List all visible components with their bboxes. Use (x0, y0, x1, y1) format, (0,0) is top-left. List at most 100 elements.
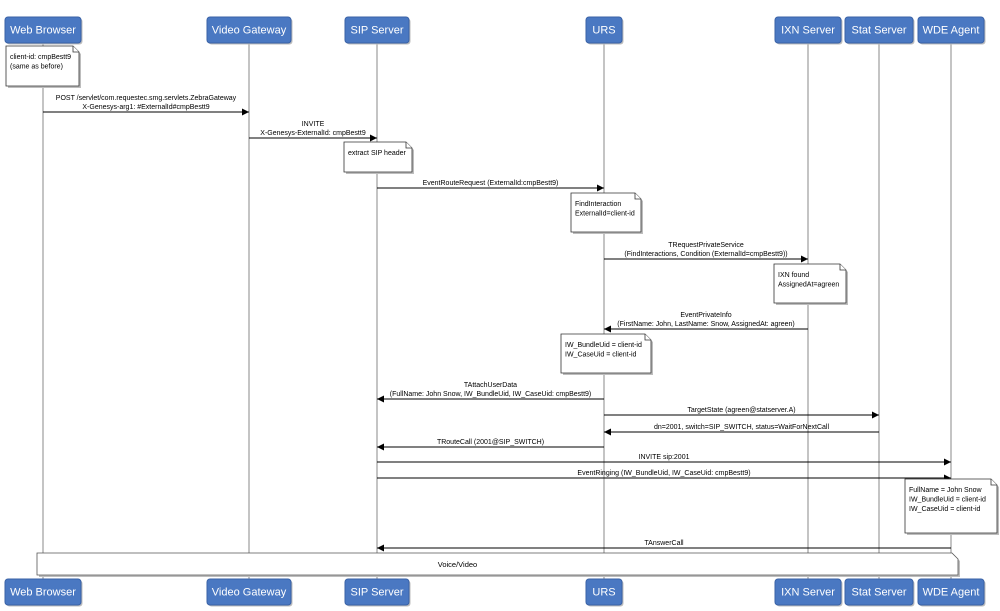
note-fold (634, 193, 641, 200)
note-client-id: client-id: cmpBestt9(same as before) (5, 45, 81, 88)
note-box (570, 192, 642, 233)
actor-gateway-top: Video Gateway (206, 16, 293, 45)
actor-label: Stat Server (851, 24, 906, 36)
message-label: INVITE (302, 121, 325, 128)
actor-label: WDE Agent (923, 586, 980, 598)
actor-box (844, 16, 914, 44)
msg-post: POST /servlet/com.requestec.smg.servlets… (43, 95, 249, 116)
note-box (343, 141, 413, 173)
actor-label: SIP Server (351, 24, 404, 36)
note-fold (839, 264, 846, 271)
note-text: FullName = John Snow (909, 487, 983, 494)
actor-label: Video Gateway (212, 24, 287, 36)
message-label: X-Genesys-arg1: #ExternalId#cmpBestt9 (82, 104, 209, 111)
actor-label: SIP Server (351, 586, 404, 598)
msg-target-state: TargetState (agreen@statserver.A) (604, 407, 879, 419)
note-text: IW_BundleUid = client-id (909, 497, 986, 504)
note-text: IW_BundleUid = client-id (565, 342, 642, 349)
actor-sip-bottom: SIP Server (344, 578, 411, 607)
actor-stat-bottom: Stat Server (844, 578, 915, 607)
actor-label: Web Browser (10, 586, 76, 598)
msg-invite-sip: INVITE sip:2001 (377, 454, 951, 466)
message-label: TargetState (agreen@statserver.A) (687, 407, 795, 414)
message-label: (FindInteractions, Condition (ExternalId… (624, 251, 787, 258)
note-box (560, 333, 652, 374)
message-label: (FullName: John Snow, IW_BundleUid, IW_C… (390, 391, 592, 398)
actor-box (917, 16, 985, 44)
actor-label: Video Gateway (212, 586, 287, 598)
actor-box (917, 578, 985, 606)
note-box (773, 263, 847, 304)
actor-label: IXN Server (781, 24, 835, 36)
actor-box (585, 16, 623, 44)
actor-sip-top: SIP Server (344, 16, 411, 45)
msg-trequest-private: TRequestPrivateService (FindInteractions,… (604, 242, 808, 263)
note-fold (644, 334, 651, 341)
note-text: client-id: cmpBestt9 (10, 54, 71, 61)
actor-ixn-top: IXN Server (774, 16, 843, 45)
actor-ixn-bottom: IXN Server (774, 578, 843, 607)
message-label: EventRinging (IW_BundleUid, IW_CaseUid: … (577, 470, 750, 477)
actor-wde-bottom: WDE Agent (917, 578, 986, 607)
note-fold (72, 46, 79, 53)
note-box (904, 478, 998, 534)
msg-troute-call: TRouteCall (2001@SIP_SWITCH) (377, 439, 604, 451)
actor-box (585, 578, 623, 606)
actor-urs-top: URS (585, 16, 624, 45)
note-text: extract SIP header (348, 150, 407, 157)
actor-label: URS (592, 586, 615, 598)
note-extract-sip: extract SIP header (343, 141, 414, 174)
actor-label: WDE Agent (923, 24, 980, 36)
actor-urs-bottom: URS (585, 578, 624, 607)
msg-dn-status: dn=2001, switch=SIP_SWITCH, status=WaitF… (604, 424, 879, 436)
actor-wde-top: WDE Agent (917, 16, 986, 45)
note-text: FindInteraction (575, 201, 621, 208)
message-label: TAnswerCall (644, 540, 684, 547)
message-label: X-Genesys-ExternalId: cmpBestt9 (260, 130, 366, 137)
actor-box (206, 578, 292, 606)
message-label: EventPrivateInfo (680, 312, 731, 319)
actor-box (844, 578, 914, 606)
note-text: IW_CaseUid = client-id (565, 352, 636, 359)
msg-event-private-info: EventPrivateInfo (FirstName: John, LastNa… (604, 312, 808, 333)
actor-box (774, 16, 842, 44)
message-label: (FirstName: John, LastName: Snow, Assign… (617, 321, 794, 328)
actor-gateway-bottom: Video Gateway (206, 578, 293, 607)
actor-box (344, 578, 410, 606)
note-text: ExternalId=client-id (575, 211, 635, 218)
voice-video-span: Voice/Video (36, 552, 960, 577)
actor-stat-top: Stat Server (844, 16, 915, 45)
note-fold (405, 142, 412, 149)
actor-browser-bottom: Web Browser (4, 578, 83, 607)
message-label: TRequestPrivateService (668, 242, 744, 249)
actor-box (4, 16, 82, 44)
message-label: POST /servlet/com.requestec.smg.servlets… (56, 95, 237, 102)
note-text: AssignedAt=agreen (778, 282, 839, 289)
message-label: EventRouteRequest (ExternalId:cmpBestt9) (423, 180, 559, 187)
actor-box (206, 16, 292, 44)
msg-event-ringing: EventRinging (IW_BundleUid, IW_CaseUid: … (377, 470, 951, 482)
actor-box (774, 578, 842, 606)
msg-tanswer-call: TAnswerCall (377, 540, 951, 552)
message-label: dn=2001, switch=SIP_SWITCH, status=WaitF… (654, 424, 829, 431)
msg-event-route: EventRouteRequest (ExternalId:cmpBestt9) (377, 180, 604, 192)
actor-label: Stat Server (851, 586, 906, 598)
msg-invite: INVITE X-Genesys-ExternalId: cmpBestt9 (249, 121, 377, 142)
actor-label: IXN Server (781, 586, 835, 598)
actor-box (344, 16, 410, 44)
message-label: INVITE sip:2001 (639, 454, 690, 461)
message-label: TAttachUserData (464, 382, 517, 389)
message-label: TRouteCall (2001@SIP_SWITCH) (437, 439, 544, 446)
actor-browser-top: Web Browser (4, 16, 83, 45)
note-box (5, 45, 80, 87)
note-text: IW_CaseUid = client-id (909, 506, 980, 513)
actor-label: Web Browser (10, 24, 76, 36)
msg-tattach: TAttachUserData (FullName: John Snow, IW_… (377, 382, 604, 403)
span-label: Voice/Video (438, 560, 477, 569)
span-box (36, 552, 959, 576)
